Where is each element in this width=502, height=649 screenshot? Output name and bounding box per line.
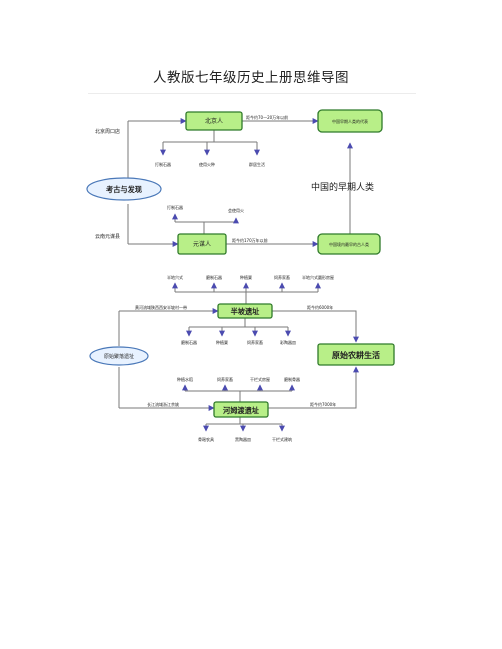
hemudu-top-bus [185, 390, 292, 402]
arrow-banpo-to-farming [272, 310, 359, 343]
top-item-3: 饲养家畜 [274, 274, 290, 280]
children-bus [163, 130, 257, 143]
top-item-2: 种植粟 [240, 274, 252, 280]
yuanmou-child-0: 打制石器 [167, 204, 183, 210]
hemudu-child-2: 干栏式建筑 [272, 436, 292, 442]
banpo-child-3: 彩陶器皿 [280, 339, 296, 345]
label-banpo-time: 距今约6000年 [307, 304, 333, 310]
label-banpo-place: 黄河流域陕西西安半坡村一带 [135, 304, 187, 310]
hemudu-top-3: 磨制骨器 [284, 376, 300, 382]
top-item-1: 磨制石器 [206, 274, 222, 280]
children-bus [175, 221, 236, 234]
node-yuanmou-earliest-label: 中国境内最早的古人类 [329, 241, 369, 247]
node-primitive-sites-label: 原始聚落遗址 [104, 353, 134, 360]
hemudu-child-1: 黑陶器皿 [235, 436, 251, 442]
label-yuanmou-place: 云南元谋县 [95, 233, 120, 240]
label-hemudu-time: 距今约7000年 [310, 401, 336, 407]
node-yuanmou-man-label: 元谋人 [193, 240, 211, 248]
beijing-child-1: 使用火种 [199, 161, 215, 167]
children-bus [189, 318, 288, 328]
yuanmou-child-1: 会使用火 [228, 207, 244, 213]
banpo-child-0: 磨制石器 [181, 339, 197, 345]
top-item-0: 半地穴式 [167, 274, 183, 280]
hemudu-child-0: 骨耜农具 [198, 436, 214, 442]
page-title: 人教版七年级历史上册思维导图 [153, 70, 349, 86]
node-banpo-label: 半坡遗址 [231, 307, 261, 316]
top-item-4: 半地穴式圆形房屋 [302, 274, 334, 280]
banpo-child-2: 饲养家畜 [247, 339, 263, 345]
label-beijing-time: 距今约70—20万年以前 [246, 114, 288, 120]
hemudu-top-2: 干栏式房屋 [250, 376, 270, 382]
label-beijing-place: 北京周口店 [95, 128, 120, 135]
beijing-child-2: 群居生活 [249, 161, 265, 167]
arrow-hemudu-to-farming [268, 366, 359, 409]
node-china-early-humans [317, 109, 383, 133]
node-yuanmou-man [177, 233, 227, 255]
node-primitive-farming [317, 343, 395, 366]
node-beijing-man-label: 北京人 [205, 117, 223, 125]
node-hemudu-label: 河姆渡遗址 [223, 406, 260, 415]
part-primitive-farming: 半地穴式 磨制石器 种植粟 饲养家畜 半地穴式圆形房屋 黄河流域陕西西安半坡村一… [89, 274, 395, 442]
part-early-humans: 北京人 距今约70—20万年以前 中国早期人类的代表 北京周口店 打制石器 使用… [86, 109, 383, 255]
node-yuanmou-earliest [317, 233, 381, 255]
hemudu-top-1: 饲养家畜 [217, 376, 233, 382]
children-bus [206, 417, 282, 425]
node-primitive-sites [89, 346, 149, 366]
label-yuanmou-time: 距今约170万年以前 [232, 237, 268, 243]
banpo-child-1: 种植粟 [216, 339, 228, 345]
node-beijing-man [185, 111, 243, 131]
node-archaeology-label: 考古与发现 [106, 185, 143, 194]
beijing-child-0: 打制石器 [155, 161, 171, 167]
node-china-early-humans-label: 中国早期人类的代表 [332, 118, 368, 124]
label-hemudu-place: 长江流域浙江余姚 [147, 401, 179, 407]
node-banpo [217, 303, 273, 319]
node-archaeology [86, 177, 162, 201]
hemudu-top-0: 种植水稻 [177, 376, 193, 382]
top-bus [175, 291, 318, 305]
node-hemudu [213, 401, 269, 418]
label-china-early-humans: 中国的早期人类 [311, 181, 374, 193]
node-primitive-farming-label: 原始农耕生活 [332, 350, 380, 360]
title-divider [88, 93, 416, 94]
